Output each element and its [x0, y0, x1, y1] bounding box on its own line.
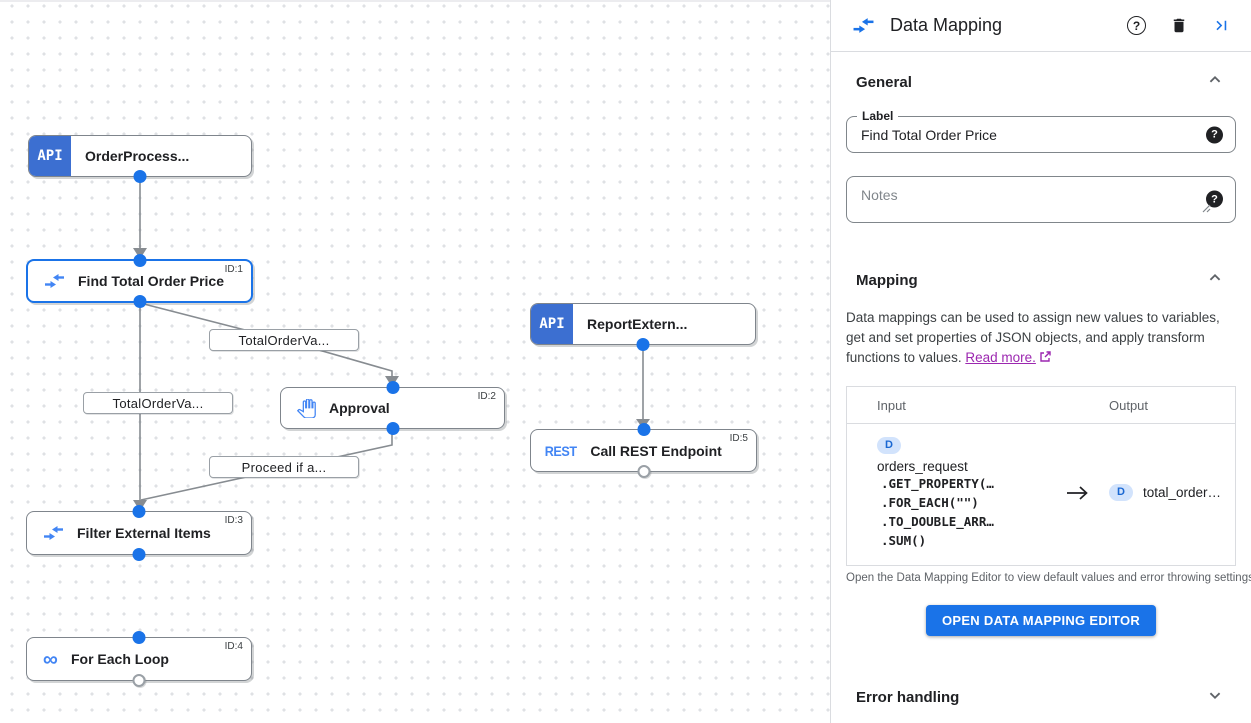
node-label: ReportExtern...	[587, 316, 688, 332]
loop-infinity-icon: ∞	[43, 647, 58, 671]
general-section-title: General	[856, 74, 912, 91]
node-order-process-trigger[interactable]: API OrderProcess...	[28, 135, 252, 183]
output-port-open[interactable]	[132, 674, 146, 687]
general-section-header[interactable]: General	[846, 52, 1236, 109]
node-filter-external-items[interactable]: ID:3 Filter External Items	[26, 505, 252, 561]
api-trigger-icon: API	[29, 136, 71, 176]
output-port[interactable]	[636, 338, 650, 351]
task-config-panel: Data Mapping ? General	[830, 0, 1251, 723]
input-column-header: Input	[877, 397, 906, 413]
external-link-icon	[1039, 349, 1051, 369]
api-trigger-icon: API	[531, 304, 573, 344]
error-handling-header[interactable]: Error handling	[846, 664, 1236, 723]
transform-function: .SUM()	[881, 533, 927, 548]
output-variable-name: total_order…	[1142, 485, 1221, 500]
node-for-each-loop[interactable]: ID:4 ∞ For Each Loop	[26, 631, 252, 687]
edge-label-proceed-if[interactable]: Proceed if a...	[209, 456, 359, 478]
label-input[interactable]	[861, 126, 1193, 143]
transform-function: .GET_PROPERTY(…	[881, 476, 994, 491]
mapping-editor-caption: Open the Data Mapping Editor to view def…	[846, 572, 1251, 584]
mapping-arrow-icon	[1047, 435, 1109, 550]
output-port[interactable]	[133, 295, 146, 308]
read-more-link[interactable]: Read more.	[965, 350, 1036, 365]
mapping-input-cell: D orders_request .GET_PROPERTY(… .FOR_EA…	[847, 435, 1047, 550]
input-port[interactable]	[132, 505, 146, 518]
output-port[interactable]	[386, 422, 399, 435]
mapping-output-cell: D total_order…	[1109, 484, 1235, 501]
workflow-edges	[133, 177, 650, 511]
node-id-badge: ID:1	[224, 264, 243, 275]
resize-grip-icon[interactable]	[1201, 200, 1211, 218]
node-label: OrderProcess...	[85, 148, 190, 164]
mapping-preview-table[interactable]: Input Output D orders_request .GET_PROPE…	[846, 386, 1236, 566]
chevron-up-icon[interactable]	[1204, 267, 1226, 294]
data-mapping-icon	[44, 273, 65, 289]
data-mapping-icon	[43, 525, 64, 541]
collapse-panel-icon[interactable]	[1212, 16, 1231, 35]
workflow-canvas[interactable]: TotalOrderVa... TotalOrderVa... Proceed …	[0, 0, 830, 723]
help-button[interactable]: ?	[1127, 16, 1146, 35]
node-label: For Each Loop	[70, 651, 169, 667]
input-port[interactable]	[637, 423, 650, 436]
output-port-open[interactable]	[637, 465, 650, 478]
input-port[interactable]	[133, 254, 146, 267]
mapping-description: Data mappings can be used to assign new …	[846, 308, 1228, 369]
label-field[interactable]: Label ?	[846, 109, 1236, 153]
output-port[interactable]	[133, 170, 147, 183]
delete-task-button[interactable]	[1170, 16, 1188, 35]
node-approval[interactable]: ID:2 Approval	[280, 381, 505, 435]
node-find-total-order-price[interactable]: ID:1 Find Total Order Price	[26, 254, 253, 308]
panel-title: Data Mapping	[890, 15, 1003, 35]
label-field-label: Label	[857, 109, 899, 123]
mapping-table-row[interactable]: D orders_request .GET_PROPERTY(… .FOR_EA…	[847, 424, 1235, 565]
datatype-badge: D	[1109, 484, 1133, 501]
node-label: Find Total Order Price	[78, 273, 224, 289]
input-variable-name: orders_request	[877, 459, 968, 474]
chevron-down-icon[interactable]	[1204, 684, 1226, 711]
chevron-up-icon[interactable]	[1204, 69, 1226, 96]
approval-hand-icon	[297, 398, 316, 418]
edge-label-total-order-value-1[interactable]: TotalOrderVa...	[209, 329, 359, 351]
data-mapping-icon	[853, 17, 874, 34]
output-port[interactable]	[132, 548, 146, 561]
input-port[interactable]	[386, 381, 399, 394]
notes-field[interactable]: ?	[846, 176, 1236, 223]
label-help-icon[interactable]: ?	[1206, 126, 1223, 143]
error-handling-title: Error handling	[856, 689, 960, 706]
open-data-mapping-editor-button[interactable]: OPEN DATA MAPPING EDITOR	[925, 605, 1157, 636]
node-id-badge: ID:3	[224, 515, 243, 526]
datatype-badge: D	[877, 437, 901, 454]
node-label: Filter External Items	[77, 525, 211, 541]
notes-help-icon[interactable]: ?	[1206, 190, 1223, 208]
node-id-badge: ID:5	[729, 433, 748, 444]
transform-function: .TO_DOUBLE_ARR…	[881, 514, 994, 529]
node-call-rest-endpoint[interactable]: ID:5 REST Call REST Endpoint	[530, 423, 757, 478]
error-handling-section: Error handling	[831, 664, 1251, 723]
panel-header: Data Mapping ?	[831, 0, 1251, 52]
output-column-header: Output	[1109, 397, 1149, 413]
rest-icon: REST	[544, 442, 577, 459]
node-id-badge: ID:2	[477, 391, 496, 402]
mapping-section: Mapping Data mappings can be used to ass…	[831, 250, 1251, 664]
node-label: Call REST Endpoint	[590, 442, 722, 459]
mapping-table-header: Input Output	[847, 387, 1235, 424]
general-section: General Label ? ?	[831, 52, 1251, 250]
node-report-extern-trigger[interactable]: API ReportExtern...	[530, 303, 756, 351]
input-port[interactable]	[132, 631, 146, 644]
edge-label-total-order-value-2[interactable]: TotalOrderVa...	[83, 392, 233, 414]
edge-findtotal-to-approval	[139, 302, 393, 376]
transform-function: .FOR_EACH("")	[881, 495, 979, 510]
mapping-section-title: Mapping	[856, 272, 918, 289]
node-label: Approval	[329, 400, 390, 416]
node-id-badge: ID:4	[224, 641, 243, 652]
mapping-section-header[interactable]: Mapping	[846, 250, 1236, 307]
notes-textarea[interactable]	[847, 177, 1187, 222]
